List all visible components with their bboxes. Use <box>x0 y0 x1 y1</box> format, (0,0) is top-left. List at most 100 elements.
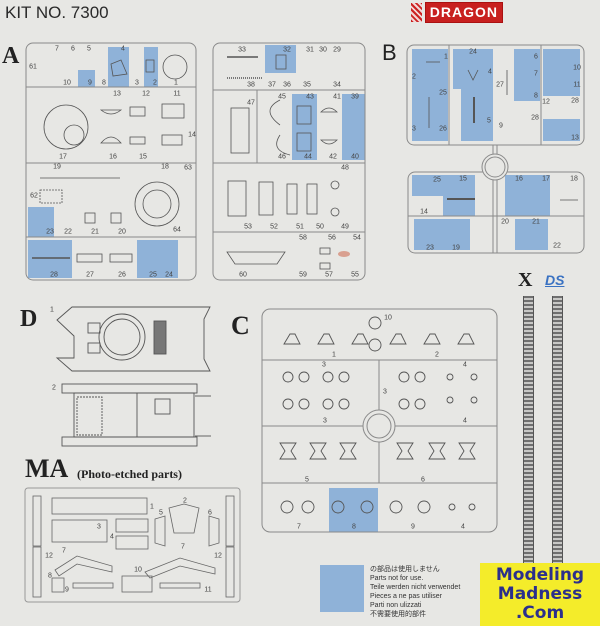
part-number-b: 12 <box>542 98 550 106</box>
part-number-a2: 60 <box>239 271 247 279</box>
part-number-a: 63 <box>184 164 192 172</box>
watermark-line-1: Modeling <box>495 565 585 585</box>
part-number-b: 5 <box>487 117 491 125</box>
part-number-a: 3 <box>135 79 139 87</box>
part-number-ma: 3 <box>97 523 101 531</box>
part-number-b: 19 <box>452 244 460 252</box>
part-number-a: 28 <box>50 271 58 279</box>
part-number-b: 2 <box>412 73 416 81</box>
legend-italian: Parti non ulizzati <box>370 602 422 609</box>
part-number-a2: 38 <box>247 81 255 89</box>
part-number-b: 28 <box>571 97 579 105</box>
part-number-c: 3 <box>383 388 387 396</box>
part-number-b: 17 <box>542 175 550 183</box>
part-number-b: 23 <box>426 244 434 252</box>
part-number-ma: 12 <box>45 552 53 560</box>
part-number-a2: 42 <box>329 153 337 161</box>
part-number-a: 11 <box>173 90 181 98</box>
part-number-a: 8 <box>102 79 106 87</box>
part-number-a: 4 <box>121 45 125 53</box>
legend-chinese: 不需要使用的部件 <box>370 611 426 618</box>
part-number-a: 5 <box>87 45 91 53</box>
part-number-a2: 37 <box>268 81 276 89</box>
part-number-a2: 40 <box>351 153 359 161</box>
part-number-a2: 57 <box>325 271 333 279</box>
part-number-a2: 36 <box>283 81 291 89</box>
part-number-a: 62 <box>30 192 38 200</box>
part-number-a: 16 <box>109 153 117 161</box>
dragon-emblem-icon <box>411 2 422 22</box>
part-number-b: 25 <box>439 89 447 97</box>
part-number-b: 24 <box>469 48 477 56</box>
part-number-ma: 12 <box>214 552 222 560</box>
photo-etched-subtitle: (Photo-etched parts) <box>77 467 182 481</box>
part-number-b: 13 <box>571 134 579 142</box>
legend-english: Parts not for use. <box>370 575 424 582</box>
part-number-ma: 1 <box>150 503 154 511</box>
part-number-b: 11 <box>573 81 581 89</box>
part-number-b: 7 <box>534 70 538 78</box>
part-number-a2: 39 <box>351 93 359 101</box>
part-number-a2: 51 <box>296 223 304 231</box>
part-number-c: 3 <box>323 417 327 425</box>
part-number-a: 24 <box>165 271 173 279</box>
part-number-a2: 35 <box>303 81 311 89</box>
part-number-d: 2 <box>52 384 56 392</box>
part-number-a: 19 <box>53 163 61 171</box>
part-number-a2: 43 <box>306 93 314 101</box>
part-number-b: 1 <box>444 53 448 61</box>
brand-name: DRAGON <box>424 1 503 23</box>
sprue-letter-c: C <box>231 311 250 340</box>
part-number-b: 25 <box>433 176 441 184</box>
part-number-a: 14 <box>188 131 196 139</box>
part-number-a2: 47 <box>247 99 255 107</box>
kit-number: KIT NO. 7300 <box>5 3 109 22</box>
part-number-a2: 58 <box>299 234 307 242</box>
part-number-a: 18 <box>161 163 169 171</box>
part-number-a: 27 <box>86 271 94 279</box>
part-number-ma: 7 <box>181 543 185 551</box>
part-number-a2: 44 <box>304 153 312 161</box>
part-number-a: 61 <box>29 63 37 71</box>
ds-logo: DS <box>545 272 565 288</box>
part-number-b: 4 <box>488 68 492 76</box>
sprue-letter-a: A <box>2 43 20 69</box>
part-number-a2: 52 <box>270 223 278 231</box>
legend-german: Teile werden nicht verwendet <box>370 584 461 591</box>
part-number-a: 23 <box>46 228 54 236</box>
part-number-c: 7 <box>297 523 301 531</box>
part-number-ma: 11 <box>204 586 212 594</box>
part-number-b: 10 <box>573 64 581 72</box>
part-number-a2: 49 <box>341 223 349 231</box>
part-number-c: 5 <box>305 476 309 484</box>
part-number-a2: 34 <box>333 81 341 89</box>
part-number-a2: 41 <box>333 93 341 101</box>
part-number-c: 10 <box>384 314 392 322</box>
part-number-a: 20 <box>118 228 126 236</box>
part-number-a2: 48 <box>341 164 349 172</box>
part-number-a2: 45 <box>278 93 286 101</box>
part-number-b: 9 <box>499 122 503 130</box>
part-number-c: 8 <box>352 523 356 531</box>
part-number-ma: 9 <box>65 586 69 594</box>
part-number-a: 22 <box>64 228 72 236</box>
part-number-b: 6 <box>534 53 538 61</box>
part-number-a: 15 <box>139 153 147 161</box>
part-number-b: 18 <box>570 175 578 183</box>
sprue-letter-b: B <box>382 40 397 65</box>
part-number-ma: 6 <box>208 509 212 517</box>
part-number-b: 16 <box>515 175 523 183</box>
track-link-right <box>552 296 563 626</box>
modeling-madness-watermark: Modeling Madness .Com <box>480 563 600 626</box>
part-number-b: 8 <box>534 92 538 100</box>
part-number-a2: 56 <box>328 234 336 242</box>
part-number-a2: 33 <box>238 46 246 54</box>
part-number-a2: 54 <box>353 234 361 242</box>
